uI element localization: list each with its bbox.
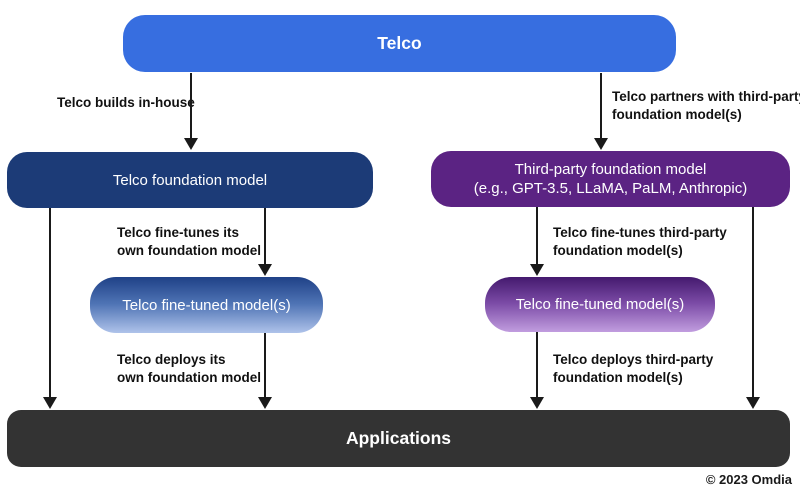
node-applications-label: Applications xyxy=(345,428,451,448)
arrowhead-icon xyxy=(746,397,760,409)
arrow-fine-tuned-left-to-applications-icon xyxy=(258,333,272,409)
arrowhead-icon xyxy=(184,138,198,150)
copyright-notice: © 2023 Omdia xyxy=(705,472,792,487)
arrow-line xyxy=(264,333,266,398)
edge-label-telco-partners-third-party: Telco partners with third-party foundati… xyxy=(612,89,800,122)
arrow-fine-tuned-right-to-applications-icon xyxy=(530,332,544,409)
edge-label-deploys-own: Telco deploys its own foundation model xyxy=(117,352,261,385)
arrowhead-icon xyxy=(530,397,544,409)
arrow-third-party-to-fine-tuned-right-icon xyxy=(530,207,544,276)
arrow-line xyxy=(190,73,192,139)
edge-label-fine-tunes-third-party: Telco fine-tunes third-party foundation … xyxy=(553,225,727,258)
arrow-line xyxy=(536,207,538,265)
arrow-foundation-to-fine-tuned-left-icon xyxy=(258,208,272,276)
arrowhead-icon xyxy=(43,397,57,409)
arrow-line xyxy=(752,207,754,398)
node-third-party-foundation-model: Third-party foundation model (e.g., GPT-… xyxy=(431,151,790,207)
arrowhead-icon xyxy=(594,138,608,150)
arrow-line xyxy=(536,332,538,398)
node-telco: Telco xyxy=(123,15,676,72)
arrow-foundation-to-applications-icon xyxy=(43,208,57,409)
node-telco-fine-tuned-models-right: Telco fine-tuned model(s) xyxy=(485,277,715,332)
node-fine-tuned-right-label: Telco fine-tuned model(s) xyxy=(515,296,685,313)
edge-label-telco-builds-in-house: Telco builds in-house xyxy=(57,95,195,110)
arrow-line xyxy=(49,208,51,398)
arrow-line xyxy=(600,73,602,139)
node-telco-foundation-model-label: Telco foundation model xyxy=(112,171,268,189)
arrow-third-party-to-applications-icon xyxy=(746,207,760,409)
node-fine-tuned-left-label: Telco fine-tuned model(s) xyxy=(122,296,291,314)
arrowhead-icon xyxy=(258,264,272,276)
node-telco-foundation-model: Telco foundation model xyxy=(7,152,373,208)
edge-label-fine-tunes-own: Telco fine-tunes its own foundation mode… xyxy=(117,225,261,258)
node-third-party-line2: (e.g., GPT-3.5, LLaMA, PaLM, Anthropic) xyxy=(473,180,748,197)
edge-label-deploys-third-party: Telco deploys third-party foundation mod… xyxy=(553,352,714,385)
node-telco-fine-tuned-models-left: Telco fine-tuned model(s) xyxy=(90,277,323,333)
arrow-telco-to-foundation-icon xyxy=(184,73,198,150)
node-third-party-line1: Third-party foundation model xyxy=(514,161,707,178)
node-telco-label: Telco xyxy=(377,33,422,53)
arrowhead-icon xyxy=(258,397,272,409)
node-applications: Applications xyxy=(7,410,790,467)
arrowhead-icon xyxy=(530,264,544,276)
arrow-line xyxy=(264,208,266,265)
arrow-telco-to-third-party-icon xyxy=(594,73,608,150)
